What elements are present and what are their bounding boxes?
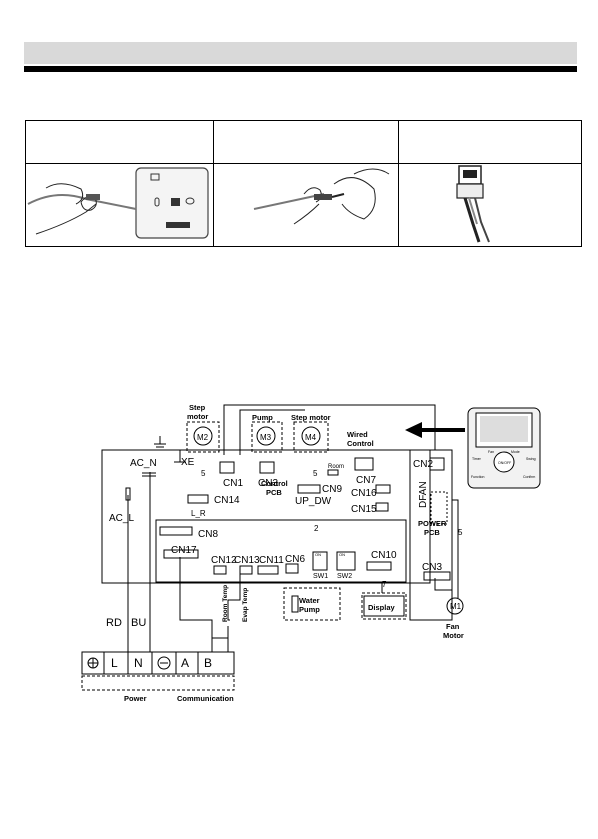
water-pump-label-1: Water <box>299 596 320 605</box>
room-temp-label: Room Temp <box>222 585 229 622</box>
sw2-label: SW2 <box>337 573 352 580</box>
photo-table <box>25 120 582 247</box>
cn11-label: CN11 <box>259 555 284 566</box>
cn12-label: CN12 <box>211 555 237 566</box>
terminal-n-label: N <box>134 656 143 670</box>
wire-count-5-c: 5 <box>458 528 463 537</box>
step-motor-right-label: Step motor <box>291 413 331 422</box>
cn6-label: CN6 <box>285 554 305 565</box>
wired-controller-unit: Timer Fan Mode Swing Function Confirm ON… <box>467 407 541 489</box>
sw1-label: SW1 <box>313 573 328 580</box>
cn3-power-label: CN3 <box>422 562 442 573</box>
controller-button-function: Function <box>471 475 484 479</box>
ac-l-label: AC_L <box>109 513 134 524</box>
power-label: Power <box>124 694 147 703</box>
bu-label: BU <box>131 617 146 629</box>
ac-n-label: AC_N <box>130 458 157 469</box>
m2-motor-symbol <box>193 426 213 446</box>
terminal-a-label: A <box>181 656 189 670</box>
m1-label: M1 <box>450 602 462 611</box>
room-label: Room <box>328 464 344 470</box>
display-label: Display <box>368 603 396 612</box>
step-motor-left-label-1: Step <box>189 403 206 412</box>
section-header-rule <box>24 66 577 72</box>
control-pcb-label-1: Control <box>261 479 288 488</box>
power-pcb-outline <box>409 449 453 621</box>
step-motor-left-label-2: motor <box>187 412 208 421</box>
sw1-on-label: ON <box>315 552 321 557</box>
controller-button-mode: Mode <box>511 450 520 454</box>
pump-label: Pump <box>252 413 273 422</box>
cn2-label: CN2 <box>413 459 433 470</box>
controller-button-fan: Fan <box>488 450 494 454</box>
m4-label: M4 <box>305 433 317 442</box>
photo-connector-plug <box>399 164 582 246</box>
wired-control-label-2: Control <box>347 439 374 448</box>
rd-label: RD <box>106 617 122 629</box>
controller-button-swing: Swing <box>526 457 536 461</box>
xe-label: XE <box>181 457 195 468</box>
controller-button-onoff: ON/OFF <box>498 461 511 465</box>
m3-pump-symbol <box>256 426 276 446</box>
controller-button-timer: Timer <box>472 457 482 461</box>
m2-label: M2 <box>197 433 209 442</box>
power-pcb-label-1: POWER <box>418 519 447 528</box>
controller-button-confirm: Confirm <box>523 475 535 479</box>
m3-label: M3 <box>260 433 272 442</box>
section-header-bar <box>24 42 577 64</box>
wire-count-7: 7 <box>382 580 387 589</box>
control-pcb-lower-box <box>155 519 407 583</box>
power-pcb-label-2: PCB <box>424 528 440 537</box>
cn14-label: CN14 <box>214 495 240 506</box>
l-r-label: L_R <box>191 509 206 518</box>
wire-count-2: 2 <box>314 524 319 533</box>
terminal-b-label: B <box>204 656 212 670</box>
m1-fan-motor-symbol <box>446 597 464 615</box>
wired-control-label-1: Wired <box>347 430 368 439</box>
wiring-diagram: Timer Fan Mode Swing Function Confirm ON… <box>80 400 550 710</box>
cn17-label: CN17 <box>171 545 197 556</box>
cn16-label: CN16 <box>351 488 377 499</box>
cn13-label: CN13 <box>234 555 260 566</box>
wire-count-5-a: 5 <box>201 469 206 478</box>
terminal-l-label: L <box>111 656 118 670</box>
sw2-on-label: ON <box>339 552 345 557</box>
table-divider <box>398 121 399 246</box>
communication-label: Communication <box>177 694 234 703</box>
dfan-label: DFAN <box>418 481 429 508</box>
cn1-label: CN1 <box>223 478 243 489</box>
cn9-label: CN9 <box>322 484 342 495</box>
control-pcb-label-2: PCB <box>266 488 282 497</box>
cn15-label: CN15 <box>351 504 377 515</box>
cn3-label: CN3 <box>258 478 278 489</box>
fan-motor-label-1: Fan <box>446 622 460 631</box>
wire-count-5-b: 5 <box>313 469 318 478</box>
cn10-label: CN10 <box>371 550 397 561</box>
photo-unplug-wall-box <box>26 164 213 246</box>
m4-motor-symbol <box>301 426 321 446</box>
cn7-label: CN7 <box>356 475 376 486</box>
photo-disconnect-cable <box>214 164 398 246</box>
fan-motor-label-2: Motor <box>443 631 464 640</box>
evap-temp-label: Evap Temp <box>242 588 249 622</box>
table-divider <box>213 121 214 246</box>
table-header-divider <box>26 163 581 164</box>
cn8-label: CN8 <box>198 529 218 540</box>
water-pump-label-2: Pump <box>299 605 320 614</box>
up-dw-label: UP_DW <box>295 496 332 507</box>
control-pcb-outline <box>101 449 431 584</box>
